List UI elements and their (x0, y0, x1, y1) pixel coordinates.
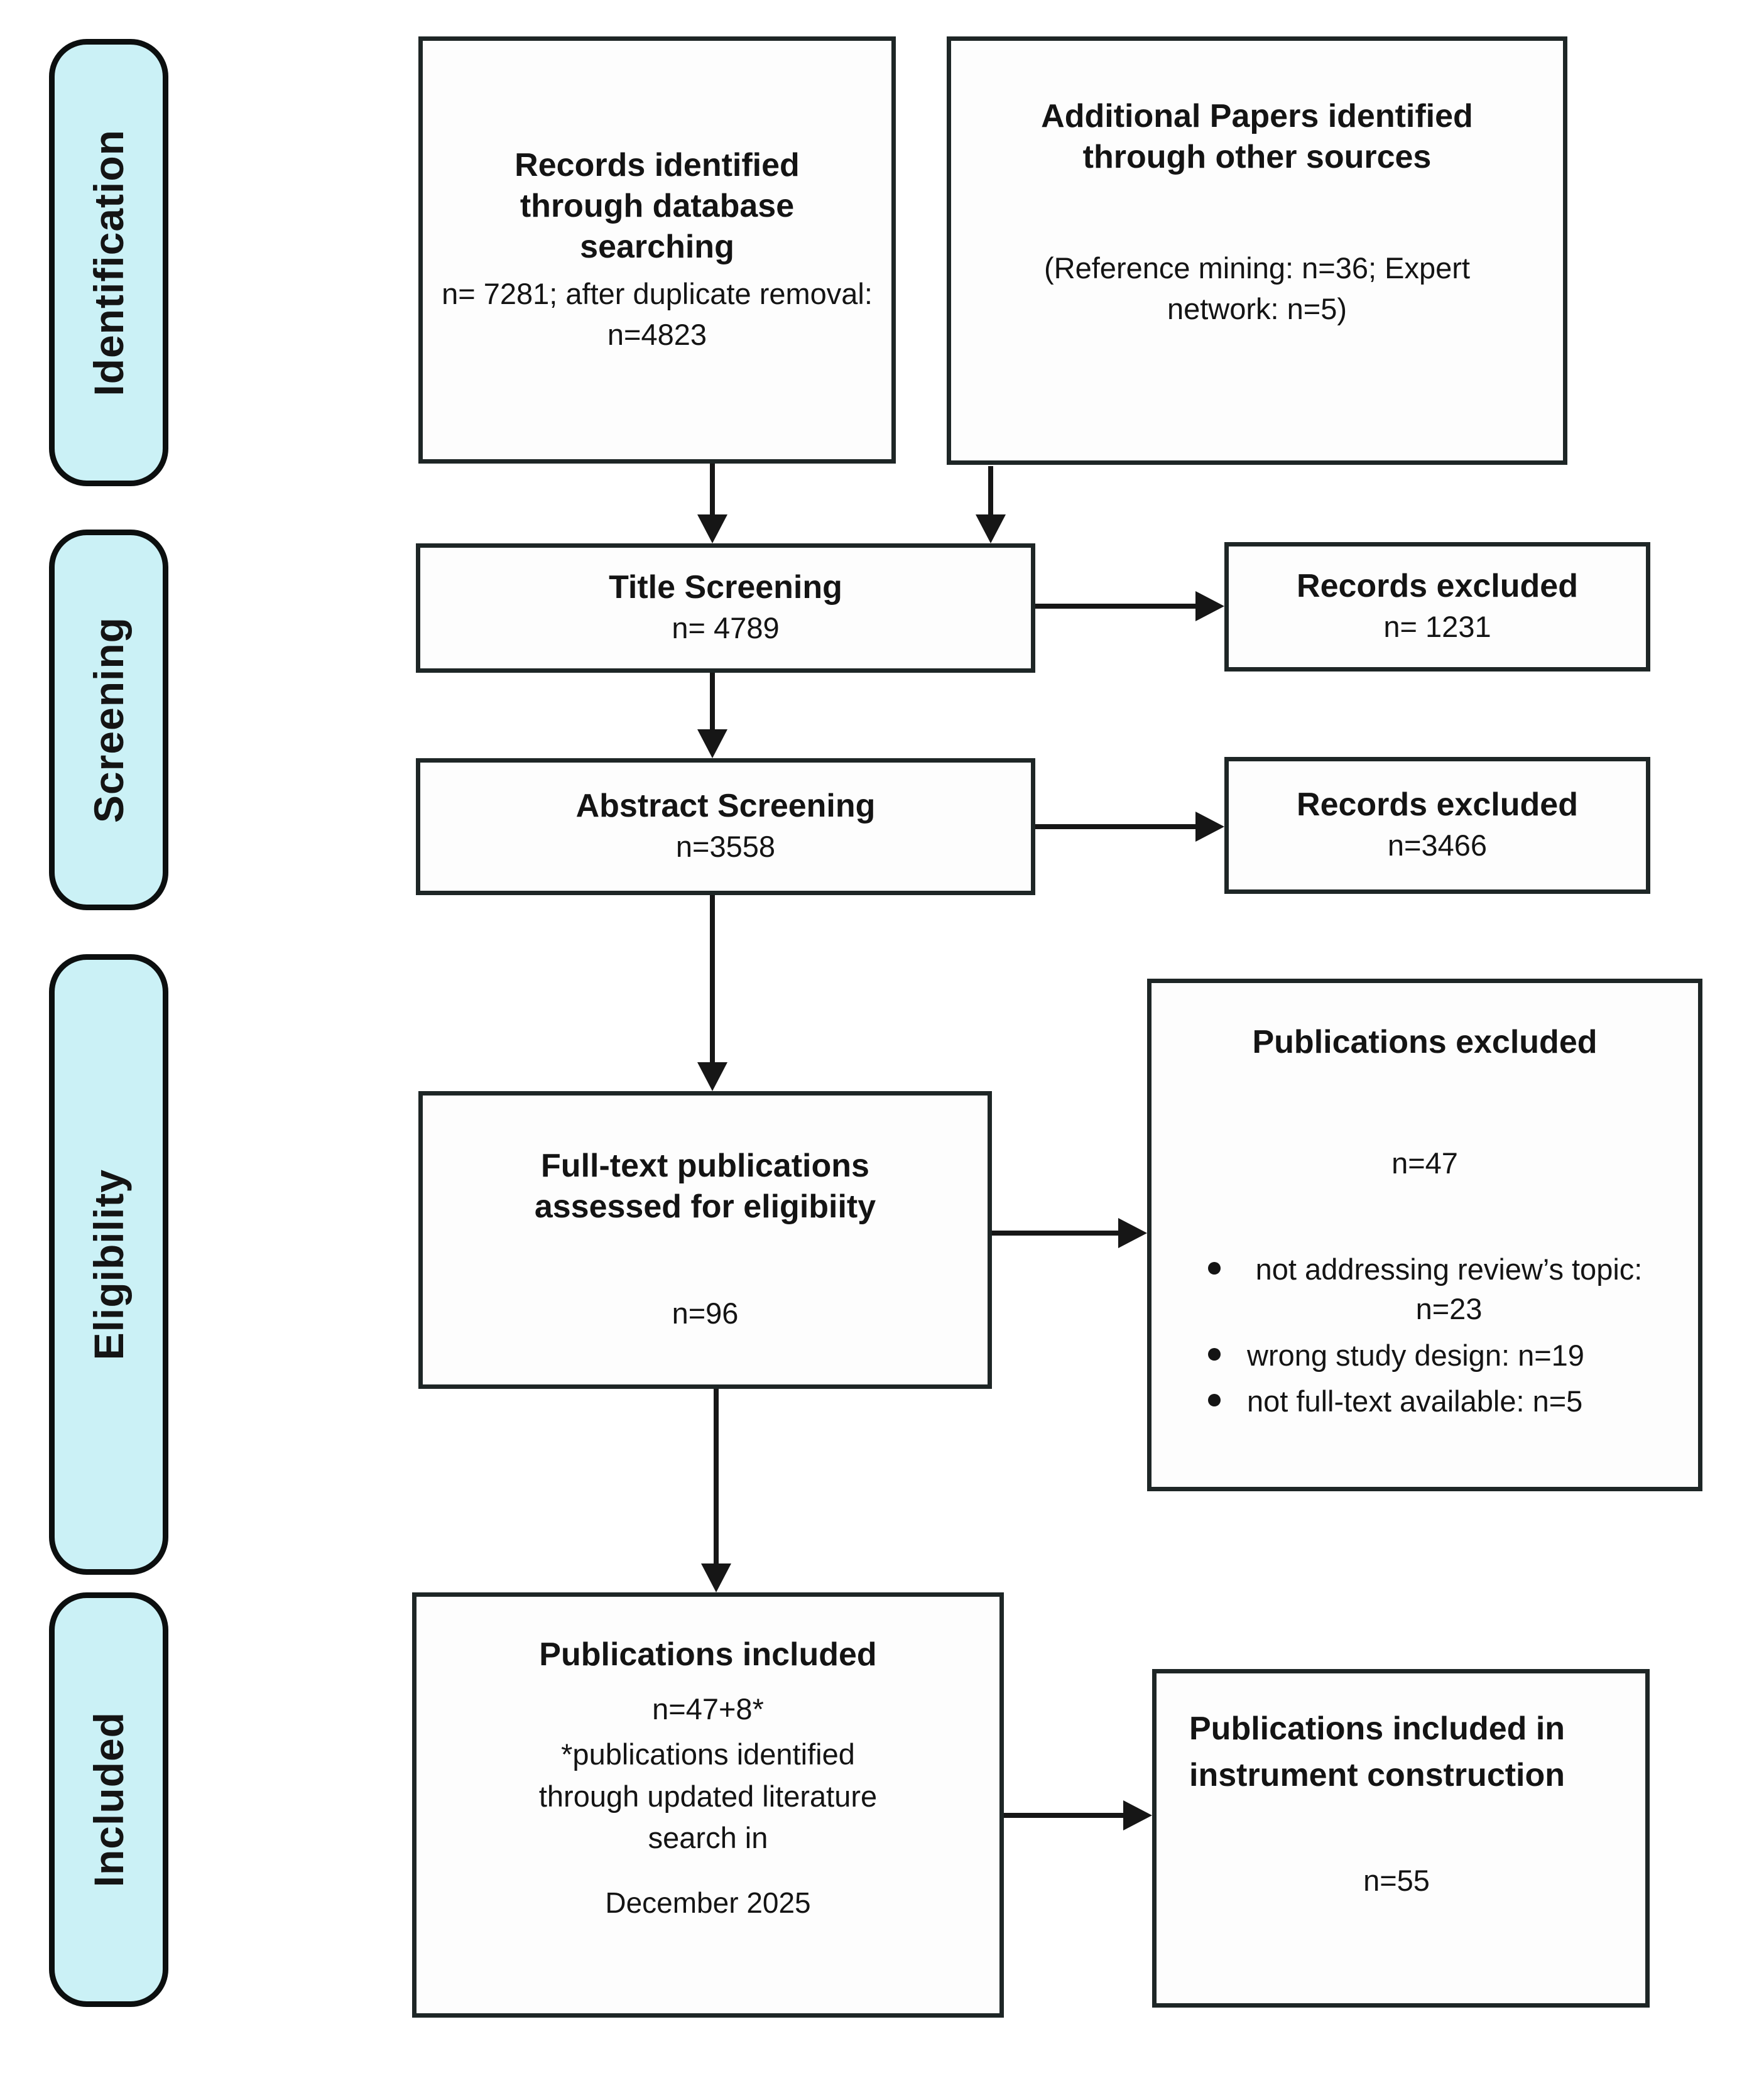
arrow-abstract-screening-to-records-excluded (1035, 812, 1224, 842)
box-title-screening-count: n= 4789 (672, 611, 780, 645)
box-additional-papers: Additional Papers identified through oth… (947, 36, 1567, 465)
list-item: not addressing review’s topic: n=23 (1208, 1249, 1651, 1329)
exclusion-reason-text: not addressing review’s topic: n=23 (1255, 1252, 1643, 1326)
box-records-identified: Records identified through database sear… (418, 36, 896, 464)
stage-label-included: Included (85, 1712, 132, 1888)
stage-label-identification: Identification (85, 129, 132, 396)
box-fulltext-assessed-count: n=96 (672, 1297, 739, 1330)
list-item: not full-text available: n=5 (1208, 1381, 1651, 1421)
box-instrument-construction-title: Publications included in instrument cons… (1189, 1710, 1565, 1793)
arrow-abstract-screening-to-fulltext (697, 895, 727, 1091)
box-publications-included-date: December 2025 (605, 1886, 811, 1920)
box-fulltext-assessed-title: Full-text publications assessed for elig… (534, 1148, 876, 1226)
bullet-icon (1208, 1394, 1221, 1407)
arrow-fulltext-to-publications-excluded (992, 1218, 1147, 1248)
box-publications-included-title: Publications included (539, 1636, 877, 1673)
box-fulltext-assessed: Full-text publications assessed for elig… (418, 1091, 992, 1389)
box-publications-excluded: Publications excluded n=47 not addressin… (1147, 979, 1702, 1491)
exclusion-reason-text: not full-text available: n=5 (1247, 1384, 1583, 1418)
box-publications-included-count: n=47+8* (652, 1692, 764, 1726)
arrow-title-screening-to-abstract-screening (697, 673, 727, 758)
bullet-icon (1208, 1261, 1221, 1275)
arrow-records-to-title-screening (697, 464, 727, 543)
box-abstract-screening: Abstract Screening n=3558 (416, 758, 1035, 895)
box-abstract-screening-count: n=3558 (675, 830, 776, 864)
box-publications-included-note: *publications identified through updated… (538, 1737, 878, 1855)
box-title-screening-title: Title Screening (609, 569, 842, 606)
box-records-identified-title: Records identified through database sear… (514, 146, 800, 265)
exclusion-reason-text: wrong study design: n=19 (1247, 1338, 1584, 1372)
box-abstract-screening-title: Abstract Screening (575, 788, 876, 825)
stage-label-screening: Screening (85, 616, 132, 824)
box-records-excluded-title-screening: Records excluded n= 1231 (1224, 542, 1650, 672)
box-publications-included: Publications included n=47+8* *publicati… (412, 1592, 1004, 2018)
box-additional-papers-title: Additional Papers identified through oth… (1041, 98, 1473, 175)
box-records-excluded-abstract-screening-title: Records excluded (1297, 786, 1578, 824)
box-publications-excluded-count: n=47 (1391, 1146, 1458, 1180)
box-records-identified-count: n= 7281; after duplicate removal: n=4823 (442, 276, 873, 351)
bullet-icon (1208, 1347, 1221, 1361)
box-instrument-construction: Publications included in instrument cons… (1152, 1669, 1650, 2008)
arrow-title-screening-to-records-excluded (1035, 591, 1224, 621)
arrow-included-to-instrument-construction (1004, 1800, 1152, 1830)
box-records-excluded-abstract-screening: Records excluded n=3466 (1224, 757, 1650, 894)
stage-bar-identification: Identification (49, 39, 168, 486)
stage-bar-eligibility: Eligibility (49, 954, 168, 1575)
box-title-screening: Title Screening n= 4789 (416, 543, 1035, 673)
stage-bar-included: Included (49, 1592, 168, 2007)
box-records-excluded-abstract-screening-count: n=3466 (1387, 829, 1488, 862)
stage-bar-screening: Screening (49, 530, 168, 910)
exclusion-reasons-list: not addressing review’s topic: n=23 wron… (1180, 1249, 1670, 1428)
box-publications-excluded-title: Publications excluded (1252, 1024, 1598, 1060)
arrow-additional-to-title-screening (976, 466, 1006, 543)
stage-label-eligibility: Eligibility (85, 1168, 132, 1361)
box-instrument-construction-count: n=55 (1363, 1863, 1430, 1897)
box-records-excluded-title-screening-count: n= 1231 (1383, 610, 1491, 644)
arrow-fulltext-to-publications-included (701, 1389, 731, 1592)
list-item: wrong study design: n=19 (1208, 1335, 1651, 1375)
box-records-excluded-title-screening-title: Records excluded (1297, 568, 1578, 605)
box-additional-papers-count: (Reference mining: n=36; Expert network:… (1044, 251, 1470, 325)
